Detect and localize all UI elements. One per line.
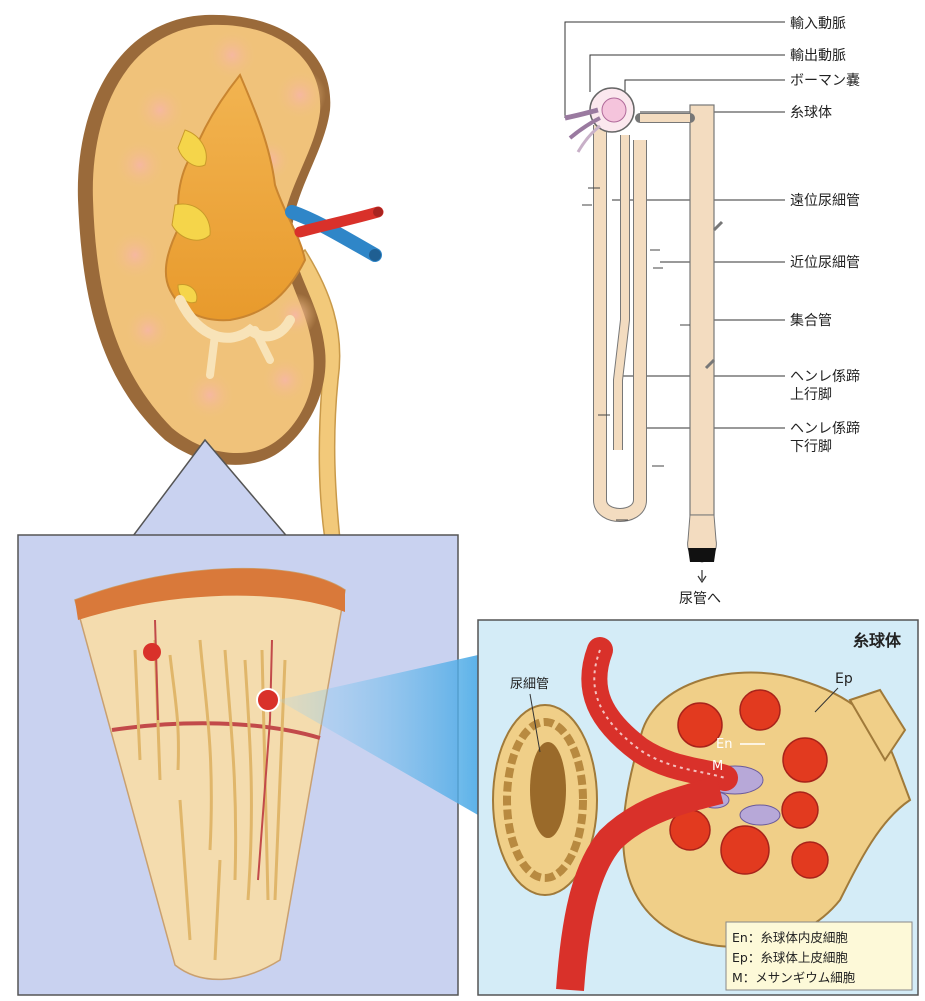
collecting-duct — [690, 105, 714, 515]
label-henle-descending-2: 下行脚 — [790, 439, 832, 455]
label-to-ureter: 尿管へ — [679, 591, 721, 607]
label-distal-tubule: 遠位尿細管 — [790, 193, 860, 209]
label-en: En — [716, 737, 732, 752]
label-henle-ascending-1: ヘンレ係蹄 — [790, 368, 860, 385]
glomerulus-dot-2 — [257, 689, 279, 711]
label-bowman-capsule: ボーマン嚢 — [790, 73, 860, 89]
label-glomerulus: 糸球体 — [790, 105, 832, 121]
nephron-diagram — [565, 22, 785, 582]
label-proximal-tubule: 近位尿細管 — [790, 255, 860, 271]
label-henle-descending-1: ヘンレ係蹄 — [790, 420, 860, 437]
label-afferent-arteriole: 輸入動脈 — [790, 16, 846, 32]
legend-line-1: En：糸球体内皮細胞 — [732, 930, 848, 945]
label-m: M — [712, 759, 723, 774]
glomerulus-dot-1 — [143, 643, 161, 661]
label-ep: Ep — [835, 671, 853, 687]
legend-line-2: Ep：糸球体上皮細胞 — [732, 950, 848, 965]
label-henle-ascending-2: 上行脚 — [790, 387, 832, 403]
nephron-glomerulus — [602, 98, 626, 122]
label-efferent-arteriole: 輸出動脈 — [790, 48, 846, 64]
label-collecting-duct: 集合管 — [790, 312, 832, 329]
kidney-cross-section — [78, 15, 383, 540]
panel-title-glomerulus: 糸球体 — [853, 631, 902, 650]
legend-line-3: M：メサンギウム細胞 — [732, 970, 856, 985]
label-tubule: 尿細管 — [510, 677, 549, 692]
